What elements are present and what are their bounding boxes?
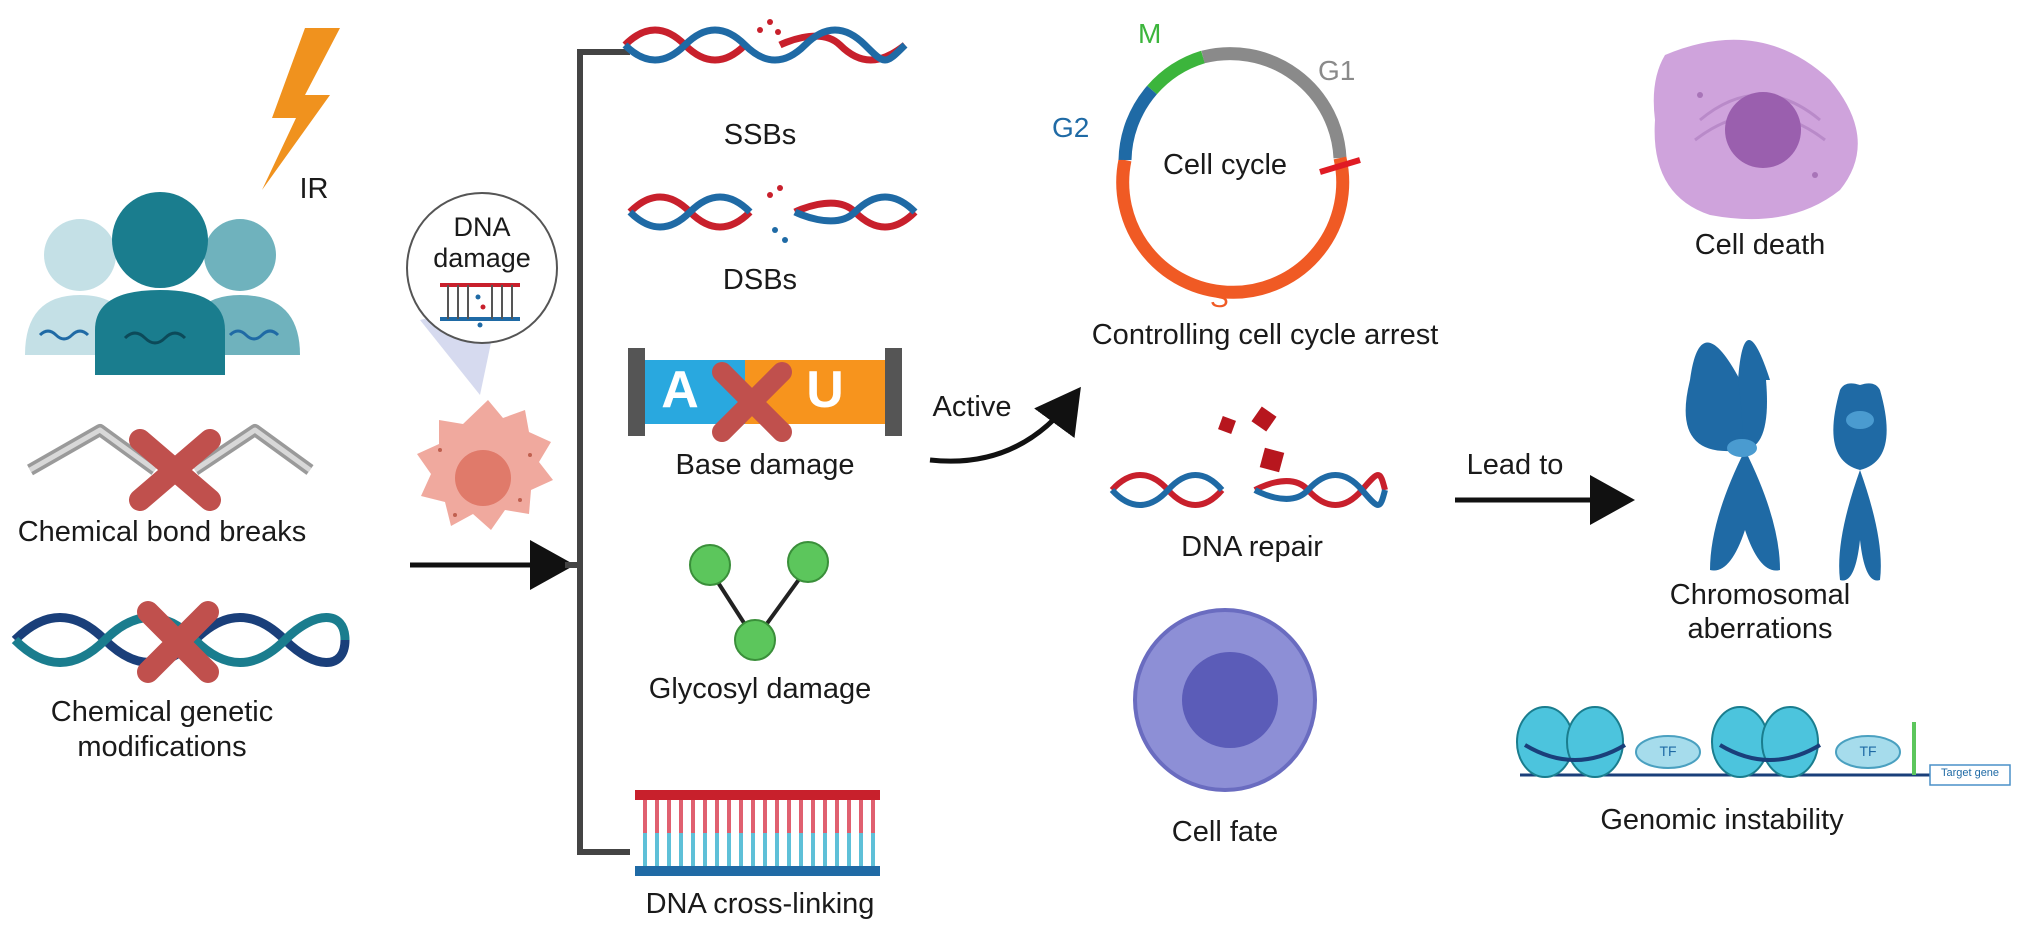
cell-cycle-caption: Controlling cell cycle arrest <box>1091 319 1439 351</box>
people-icon <box>25 192 300 375</box>
base-u-label: U <box>806 361 844 419</box>
dead-cell-icon <box>1653 39 1858 220</box>
base-damage-label: Base damage <box>675 449 855 481</box>
chromosomal-label-2: aberrations <box>1687 613 1833 645</box>
base-a-label: A <box>661 361 699 419</box>
phase-g1-label: G1 <box>1318 55 1356 86</box>
bond-breaks-label: Chemical bond breaks <box>17 516 307 548</box>
cell-cycle-icon <box>1116 47 1361 299</box>
lead-to-label: Lead to <box>1466 449 1564 481</box>
phase-m-label: M <box>1138 18 1162 49</box>
tf-label-2: TF <box>1859 743 1877 759</box>
cell-death-label: Cell death <box>1694 229 1826 261</box>
active-label: Active <box>932 391 1012 423</box>
genetic-mod-label-1: Chemical genetic <box>50 696 274 728</box>
cell-cycle-center-label: Cell cycle <box>1162 149 1288 181</box>
dsb-label: DSBs <box>722 264 798 296</box>
genomic-instability-label: Genomic instability <box>1600 804 1844 836</box>
repair-dna-icon <box>1109 406 1388 508</box>
target-gene-label: Target gene <box>1940 767 2000 779</box>
lightning-icon <box>262 28 340 190</box>
glycosyl-icon <box>689 541 829 661</box>
broken-bond-icon <box>27 424 314 511</box>
genetic-mod-label-2: modifications <box>77 731 247 763</box>
phase-s-label: S <box>1210 282 1229 313</box>
crosslink-icon <box>635 790 880 876</box>
chromosomal-label-1: Chromosomal <box>1669 579 1851 611</box>
damaged-cell-icon <box>406 192 558 530</box>
bubble-label-1: DNA <box>453 212 511 242</box>
dsb-dna-icon <box>627 185 918 243</box>
ssb-label: SSBs <box>723 119 797 151</box>
ssb-dna-icon <box>622 19 908 64</box>
nucleosome-icon <box>1516 706 2011 786</box>
dna-cross-icon <box>11 601 350 683</box>
fate-cell-icon <box>1133 608 1317 792</box>
phase-g2-label: G2 <box>1052 112 1090 143</box>
chromosome-icon <box>1685 340 1887 581</box>
dna-repair-label: DNA repair <box>1181 531 1323 563</box>
bubble-label-2: damage <box>433 243 531 273</box>
base-damage-icon <box>628 348 902 442</box>
crosslink-label: DNA cross-linking <box>645 888 875 920</box>
ir-label: IR <box>299 173 329 205</box>
tf-label-1: TF <box>1659 743 1677 759</box>
cell-fate-label: Cell fate <box>1171 816 1279 848</box>
glycosyl-label: Glycosyl damage <box>648 673 872 705</box>
